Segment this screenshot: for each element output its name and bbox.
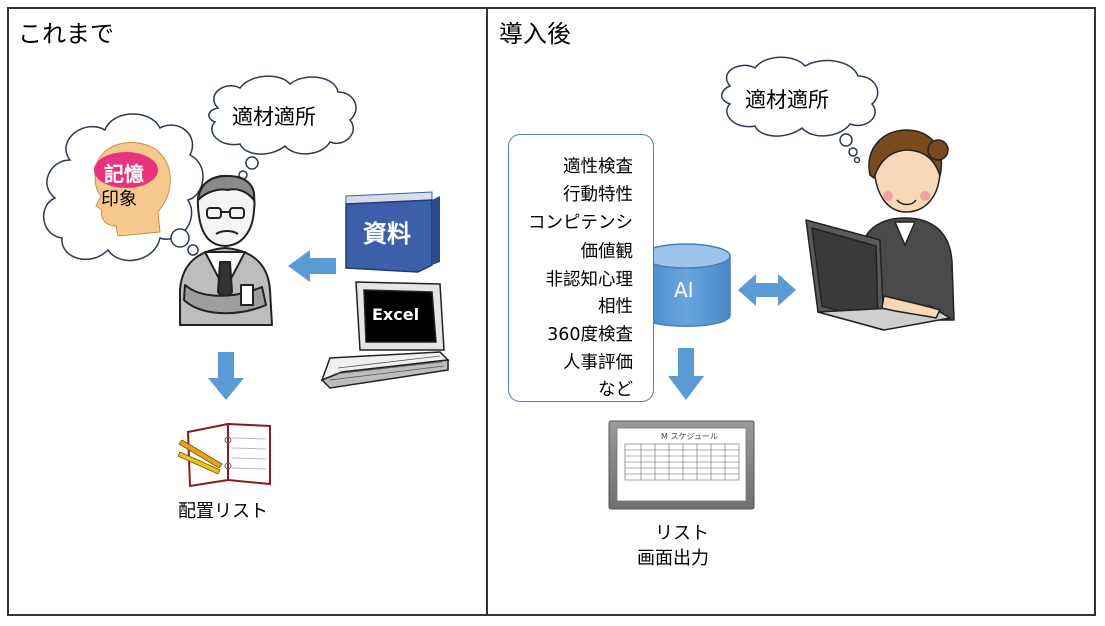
excel-label: Excel [372,305,420,324]
evaluation-factors-box: 適性検査 行動特性 コンピテンシ 価値観 非認知心理 相性 360度検査 人事評… [508,134,654,402]
impression-label: 印象 [101,189,137,210]
thought-bubble-icon [208,75,357,188]
woman-at-laptop-icon [805,129,955,331]
thought-bubble-icon [721,56,879,164]
arrow-down-icon [208,352,244,400]
double-arrow-icon [738,274,796,306]
factor-item: 人事評価 [563,353,633,373]
factor-item: 360度検査 [547,325,633,345]
thinking-man-icon [179,174,273,326]
notebook-icon [177,422,271,488]
memory-label: 記憶 [104,162,144,186]
ai-label: AI [674,278,694,302]
factor-item: 行動特性 [563,185,633,205]
screen-output-label: 画面出力 [637,548,709,569]
factor-item: 価値観 [580,242,634,262]
factor-item: 非認知心理 [545,270,634,290]
factor-item: 相性 [598,297,633,317]
factor-item: 適性検査 [563,157,633,177]
screen-title: M スケジュール [661,432,718,441]
materials-label: 資料 [363,220,411,248]
arrow-left-icon [288,250,336,282]
binder-icon [345,191,440,273]
thought-bubble-text: 適材適所 [745,88,829,112]
after-panel-title: 導入後 [499,20,571,48]
factor-item: コンピテンシ [528,213,633,233]
placement-list-label: 配置リスト [178,501,268,522]
diagram-frame [7,7,1096,616]
memory-highlight [94,152,158,188]
before-panel-title: これまで [18,20,114,48]
arrow-down-icon [668,348,704,400]
schedule-screen-icon [608,420,755,510]
factor-item: など [598,380,633,400]
panel-divider [486,7,488,616]
laptop-excel-icon [320,281,450,389]
thought-bubble-text: 適材適所 [232,105,316,129]
list-label: リスト [655,523,709,544]
